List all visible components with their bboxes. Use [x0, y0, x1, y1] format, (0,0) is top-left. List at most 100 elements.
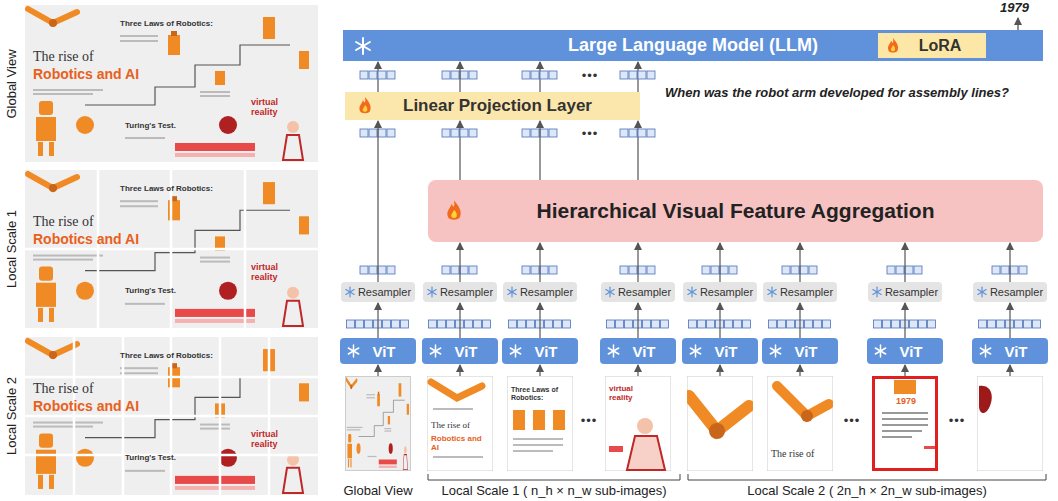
node-text: ViT	[454, 343, 477, 360]
shape-rect	[360, 266, 368, 274]
shape-line	[510, 348, 520, 354]
shape-rect	[469, 71, 477, 79]
shape-rect	[545, 320, 553, 328]
shape-use	[25, 5, 318, 162]
local-scale-1-thumbnail: The rise ofRobotics and AIThree Laws of …	[25, 170, 318, 328]
shape-line	[875, 348, 885, 354]
shape-rect	[369, 71, 377, 79]
shape-rect	[997, 320, 1005, 328]
shape-rect	[767, 376, 833, 471]
infographic-text: Turing's Test.	[125, 286, 176, 295]
shape-rect	[616, 320, 624, 328]
scale-label: Local Scale 2 ( 2n_h × 2n_w sub-images)	[747, 484, 987, 499]
bottom-brackets	[428, 474, 1046, 480]
connector-arrow	[719, 243, 720, 282]
shape-rect	[378, 71, 386, 79]
shape-rect	[988, 320, 996, 328]
shape-rect	[451, 71, 459, 79]
shape-rect	[647, 71, 655, 79]
shape-g	[768, 287, 776, 297]
icon	[428, 344, 443, 359]
shape-rect	[919, 320, 927, 328]
frozen-icon	[978, 344, 993, 359]
shape-rect	[643, 320, 651, 328]
shape-rect	[698, 320, 706, 328]
frozen-icon	[428, 344, 443, 359]
shape-rect	[563, 320, 571, 328]
shape-line	[690, 348, 700, 354]
shape-rect	[553, 410, 565, 430]
shape-rect	[383, 320, 391, 328]
frozen-icon	[353, 36, 373, 56]
resampler-box: Resampler	[683, 282, 757, 302]
shape-rect	[513, 438, 563, 440]
shape-rect	[882, 436, 912, 438]
node-text: Linear Projection Layer	[403, 96, 592, 116]
shape-path	[637, 365, 638, 376]
frozen-icon	[976, 286, 988, 298]
node-text: Large Language Model (LLM)	[568, 35, 818, 56]
trainable-icon	[442, 199, 466, 223]
shape-rect	[720, 266, 728, 274]
shape-line	[430, 348, 440, 354]
shape-path	[363, 105, 368, 112]
shape-rect	[483, 320, 491, 328]
image-text: virtual reality	[609, 384, 649, 402]
shape-rect	[469, 266, 477, 274]
node-text: ViT	[899, 343, 922, 360]
shape-rect	[392, 320, 400, 328]
shape-rect	[874, 320, 882, 328]
infographic	[25, 170, 318, 328]
shape-rect	[687, 376, 753, 471]
infographic-text: virtual reality	[251, 429, 293, 450]
shape-rect	[549, 266, 557, 274]
node-text: ViT	[794, 343, 817, 360]
shape-rect	[605, 376, 671, 471]
shape-path	[431, 382, 482, 398]
shape-g	[430, 345, 440, 357]
shape-rect	[401, 320, 409, 328]
ellipsis: •••	[949, 414, 966, 429]
connector-arrow	[459, 62, 460, 92]
shape-rect	[805, 320, 813, 328]
shape-rect	[427, 376, 493, 471]
shape-rect	[387, 266, 395, 274]
shape-g	[770, 345, 780, 357]
resampler-box: Resampler	[423, 282, 497, 302]
shape-rect	[661, 320, 669, 328]
resampler-box: Resampler	[868, 282, 942, 302]
shape-rect	[1024, 320, 1032, 328]
shape-rect	[823, 320, 831, 328]
sub-image	[687, 376, 753, 471]
icon	[686, 286, 698, 298]
shape-g	[510, 345, 520, 357]
node-text: Resampler	[358, 286, 411, 298]
shape-rect	[433, 456, 483, 458]
shape-rect	[778, 320, 786, 328]
shape-g	[356, 38, 370, 54]
shape-rect	[977, 376, 1043, 471]
frozen-icon	[606, 344, 621, 359]
icon	[426, 286, 438, 298]
image	[977, 376, 1043, 471]
shape-rect	[531, 71, 539, 79]
icon	[506, 286, 518, 298]
shape-rect	[629, 71, 637, 79]
connector-arrow	[1009, 243, 1010, 282]
image-text: Three Laws of Robotics:	[511, 386, 571, 402]
shape-rect	[465, 320, 473, 328]
shape-g	[428, 287, 436, 297]
icon	[688, 344, 703, 359]
connector-arrow	[539, 121, 540, 180]
shape-rect	[1010, 266, 1018, 274]
output-answer: 1979	[1000, 1, 1029, 16]
shape-rect	[707, 320, 715, 328]
shape-rect	[509, 320, 517, 328]
shape-rect	[809, 266, 817, 274]
frozen-icon	[768, 344, 783, 359]
ellipsis: •••	[582, 127, 599, 142]
shape-rect	[360, 71, 368, 79]
node-text: Resampler	[780, 286, 833, 298]
shape-rect	[378, 129, 386, 137]
shape-rect	[522, 129, 530, 137]
